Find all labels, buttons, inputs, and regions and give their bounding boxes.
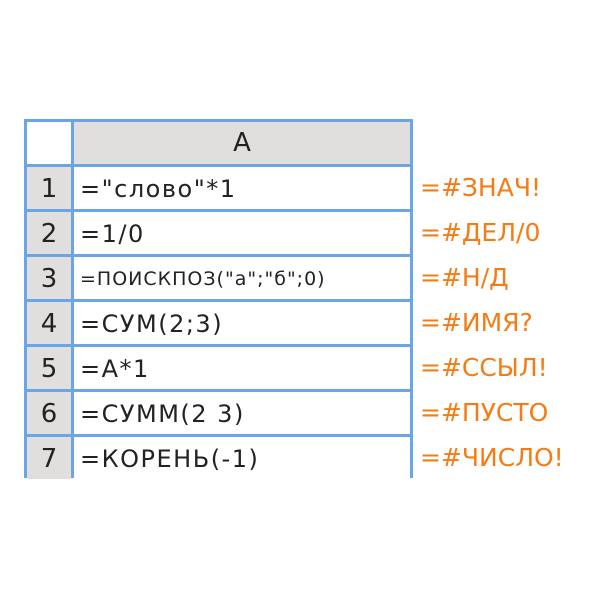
- table-row: 5 =А*1: [27, 347, 410, 389]
- row-number[interactable]: 6: [27, 392, 71, 434]
- error-result: =#ЗНАЧ!: [420, 173, 541, 202]
- error-result: =#Н/Д: [420, 263, 509, 292]
- formula-cell[interactable]: =СУМ(2;3): [74, 302, 410, 344]
- error-result: =#ССЫЛ!: [420, 353, 548, 382]
- formula-cell[interactable]: =СУММ(2 3): [74, 392, 410, 434]
- row-number[interactable]: 7: [27, 437, 71, 479]
- formula-cell[interactable]: ="слово"*1: [74, 167, 410, 209]
- table-row: 2 =1/0: [27, 212, 410, 254]
- row-number[interactable]: 2: [27, 212, 71, 254]
- error-result: =#ИМЯ?: [420, 308, 533, 337]
- table-row: 4 =СУМ(2;3): [27, 302, 410, 344]
- error-result: =#ПУСТО: [420, 398, 549, 427]
- error-result: =#ЧИСЛО!: [420, 443, 564, 472]
- formula-cell[interactable]: =КОРЕНЬ(-1): [74, 437, 410, 479]
- table-row: 1 ="слово"*1: [27, 167, 410, 209]
- formula-cell[interactable]: =А*1: [74, 347, 410, 389]
- select-all-corner[interactable]: [27, 122, 71, 164]
- formula-cell[interactable]: =1/0: [74, 212, 410, 254]
- spreadsheet-grid: A 1 ="слово"*1 2 =1/0 3 =ПОИСКПОЗ("а";"б…: [24, 119, 413, 479]
- table-row: 6 =СУММ(2 3): [27, 392, 410, 434]
- row-number[interactable]: 4: [27, 302, 71, 344]
- row-number[interactable]: 1: [27, 167, 71, 209]
- error-result: =#ДЕЛ/0: [420, 218, 541, 247]
- table-row: 3 =ПОИСКПОЗ("а";"б";0): [27, 257, 410, 299]
- formula-cell[interactable]: =ПОИСКПОЗ("а";"б";0): [74, 257, 410, 299]
- column-header-a[interactable]: A: [74, 122, 410, 164]
- row-number[interactable]: 5: [27, 347, 71, 389]
- header-row: A: [27, 122, 410, 164]
- row-number[interactable]: 3: [27, 257, 71, 299]
- table-row: 7 =КОРЕНЬ(-1): [27, 437, 410, 479]
